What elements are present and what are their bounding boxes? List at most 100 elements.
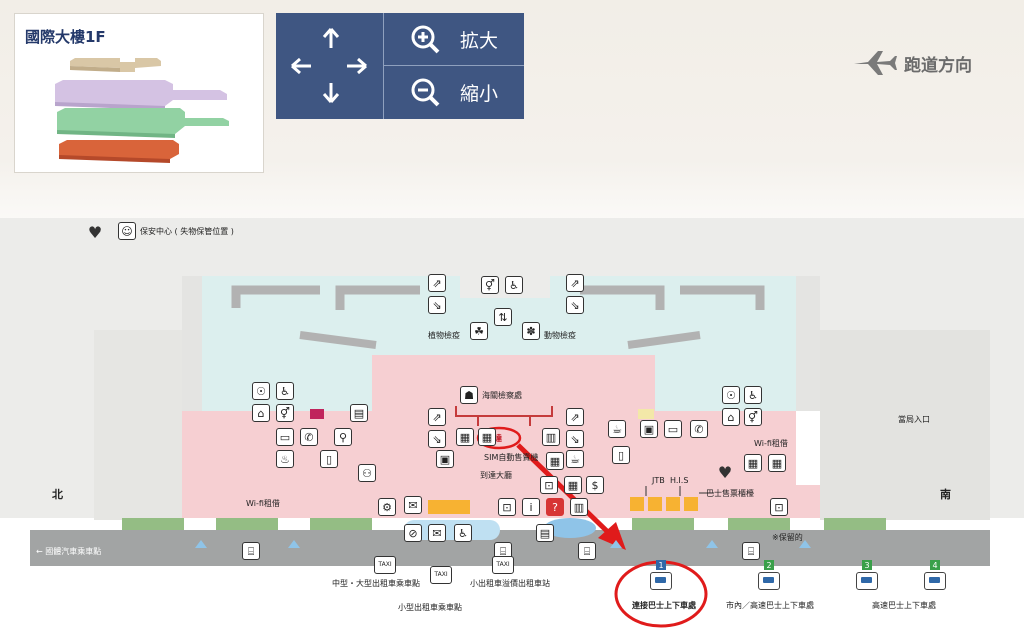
nursery-icon[interactable]: ☉ — [252, 382, 270, 400]
waiting-area-icon[interactable]: ▦ — [456, 428, 474, 446]
bus-stop-reserved-icon[interactable]: ⊡ — [770, 498, 788, 516]
arrow-right-icon — [347, 57, 367, 75]
floor-selector-card[interactable]: 國際大樓1F — [14, 13, 264, 173]
nursery-icon[interactable]: ☉ — [722, 386, 740, 404]
security-icon[interactable]: ☺ — [118, 222, 136, 240]
pan-down-button[interactable] — [318, 80, 344, 106]
lounge-icon[interactable]: ▦ — [546, 452, 564, 470]
escalator-icon[interactable]: ⇗ — [428, 408, 446, 426]
sim-vending-icon[interactable]: ▥ — [542, 428, 560, 446]
smoking-area-icon[interactable]: ♨ — [276, 450, 294, 468]
animal-quarantine-icon[interactable]: ✽ — [522, 322, 540, 340]
elevator-icon[interactable]: ⇅ — [494, 308, 512, 326]
stairs-icon[interactable]: ⇘ — [428, 296, 446, 314]
atm-icon[interactable]: ▤ — [350, 404, 368, 422]
arrow-left-icon — [291, 57, 311, 75]
lost-found-icon[interactable]: ⚙ — [378, 498, 396, 516]
taxi-sign-icon[interactable]: TAXI — [430, 566, 452, 584]
restroom-icon[interactable]: ⚥ — [744, 408, 762, 426]
aed-heart-icon[interactable]: ♥ — [87, 223, 103, 242]
escalator-icon[interactable]: ⇗ — [566, 274, 584, 292]
plant-quarantine-icon[interactable]: ☘ — [470, 322, 488, 340]
lounge-icon[interactable]: ▦ — [768, 454, 786, 472]
information-screen-icon[interactable]: ▭ — [664, 420, 682, 438]
taxi-sign-icon[interactable]: TAXI — [374, 556, 396, 574]
express-bus-icon[interactable] — [924, 572, 946, 590]
currency-exchange-icon[interactable]: $ — [586, 476, 604, 494]
aed-heart-icon[interactable]: ♥ — [717, 463, 733, 482]
stairs-icon[interactable]: ⇘ — [428, 430, 446, 448]
taxi-mid-large-label: 中型・大型出租車乘車點 — [332, 579, 420, 588]
pan-left-button[interactable] — [288, 53, 314, 79]
escalator-icon[interactable]: ⇗ — [428, 274, 446, 292]
pan-up-button[interactable] — [318, 25, 344, 51]
floor-stack-diagram — [55, 58, 229, 163]
accessible-icon[interactable]: ♿ — [505, 276, 523, 294]
bank-icon[interactable]: ▥ — [570, 498, 588, 516]
escalator-icon[interactable]: ⇗ — [566, 408, 584, 426]
help-icon[interactable]: ? — [546, 498, 564, 516]
accessible-icon[interactable]: ♿ — [744, 386, 762, 404]
seating-icon[interactable]: ▦ — [478, 428, 496, 446]
phone-icon[interactable]: ✆ — [300, 428, 318, 446]
compass-north: 北 — [52, 488, 63, 501]
taxi-sign-icon[interactable]: TAXI — [492, 556, 514, 574]
shop-icon[interactable]: ☕ — [608, 420, 626, 438]
taxi-small-label: 小型出租車乘車點 — [398, 603, 462, 612]
baggage-storage-icon[interactable]: ▣ — [436, 450, 454, 468]
stairs-icon[interactable]: ⇘ — [566, 296, 584, 314]
zoom-out-icon — [411, 78, 440, 107]
mobile-charging-icon[interactable]: ▯ — [320, 450, 338, 468]
atm-icon[interactable]: ▤ — [536, 524, 554, 542]
mail-icon[interactable]: ✉ — [428, 524, 446, 542]
accessible-icon[interactable]: ♿ — [276, 382, 294, 400]
arrival-hall — [182, 355, 820, 518]
baggage-icon[interactable]: ▣ — [640, 420, 658, 438]
luggage-cart-icon[interactable]: ⌸ — [494, 542, 512, 560]
zoom-out-label: 縮小 — [460, 82, 499, 105]
luggage-cart-icon[interactable]: ⌸ — [242, 542, 260, 560]
meeting-point-icon[interactable]: ⚇ — [358, 464, 376, 482]
no-smoking-icon[interactable]: ⊘ — [404, 524, 422, 542]
coat-hanger-icon[interactable]: ⌂ — [722, 408, 740, 426]
postal-icon[interactable]: ✉ — [404, 496, 422, 514]
stop-2-badge: 2 — [764, 560, 774, 570]
restaurant-icon[interactable]: ⚲ — [334, 428, 352, 446]
information-icon[interactable]: i — [522, 498, 540, 516]
phone-icon[interactable]: ✆ — [690, 420, 708, 438]
shuttle-bus-icon[interactable] — [650, 572, 672, 590]
floor-4-layer — [70, 58, 161, 72]
taxi-text: TAXI — [434, 571, 448, 578]
plant-quarantine-label: 植物檢疫 — [428, 331, 460, 340]
zoom-out-button[interactable]: 縮小 — [384, 66, 524, 118]
mobile-charging-icon[interactable]: ▯ — [612, 446, 630, 464]
car-rental-icon[interactable]: ⊡ — [540, 476, 558, 494]
express-bus-icon[interactable] — [856, 572, 878, 590]
accessible-icon[interactable]: ♿ — [454, 524, 472, 542]
customs-icon[interactable]: ☗ — [460, 386, 478, 404]
shop-icon[interactable]: ☕ — [566, 450, 584, 468]
zoom-in-label: 拡大 — [460, 29, 499, 52]
city-bus-label: 市內／高速巴士上下車處 — [726, 601, 814, 610]
city-bus-icon[interactable] — [758, 572, 780, 590]
information-screen-icon[interactable]: ▭ — [276, 428, 294, 446]
coat-hanger-icon[interactable]: ⌂ — [252, 404, 270, 422]
restroom-icon[interactable]: ⚥ — [276, 404, 294, 422]
stop-1-badge: 1 — [656, 560, 666, 570]
zoom-in-button[interactable]: 拡大 — [384, 13, 524, 65]
luggage-cart-icon[interactable]: ⌸ — [578, 542, 596, 560]
stop-4-badge: 4 — [930, 560, 940, 570]
arrow-up-icon — [322, 28, 340, 48]
lounge-icon[interactable]: ▦ — [744, 454, 762, 472]
luggage-cart-icon[interactable]: ⌸ — [742, 542, 760, 560]
stairs-icon[interactable]: ⇘ — [566, 430, 584, 448]
pan-right-button[interactable] — [344, 53, 370, 79]
bus-ticket-label: 巴士售票櫃檯 — [706, 489, 754, 498]
bus-ticket-icon[interactable]: ⊡ — [498, 498, 516, 516]
national-bus-label: ← 國體汽車乘車點 — [36, 547, 102, 556]
restroom-icon[interactable]: ⚥ — [481, 276, 499, 294]
animal-quarantine-label: 動物檢疫 — [544, 331, 576, 340]
runway-direction: 跑道方向 — [850, 48, 972, 78]
waiting-seat-icon[interactable]: ▦ — [564, 476, 582, 494]
